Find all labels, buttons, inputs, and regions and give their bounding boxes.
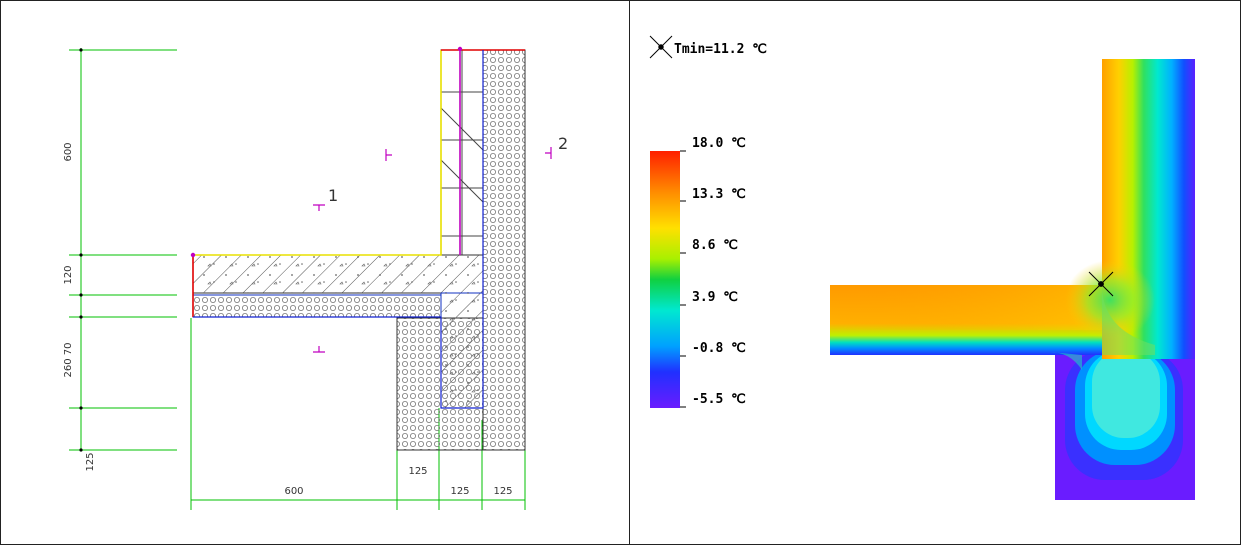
legend-label-4: 3.9 ℃ xyxy=(692,290,738,305)
legend-label-max: 18.0 ℃ xyxy=(692,136,746,151)
dim-125-horizontal-a: 125 xyxy=(408,466,427,477)
legend-label-2: 13.3 ℃ xyxy=(692,187,746,202)
legend-label-3: 8.6 ℃ xyxy=(692,238,738,253)
vertical-dimensions xyxy=(69,48,177,451)
dim-600-vertical: 600 xyxy=(63,142,74,161)
tmin-marker-icon xyxy=(649,35,673,59)
dim-260-70-vertical: 260 70 xyxy=(63,343,74,378)
tmin-label: Tmin=11.2 ℃ xyxy=(674,42,767,57)
slab-insulation xyxy=(192,294,442,318)
dim-125-horizontal-b: 125 xyxy=(450,486,469,497)
thermal-panel: Tmin=11.2 ℃ 18.0 ℃ 13.3 ℃ 8.6 ℃ 3.9 ℃ -0… xyxy=(649,35,1195,500)
dim-120-vertical: 120 xyxy=(63,265,74,284)
tmin-location-marker-icon xyxy=(1088,271,1114,297)
legend-color-bar xyxy=(650,151,680,408)
thermal-field xyxy=(830,59,1195,500)
legend-label-5: -0.8 ℃ xyxy=(692,341,746,356)
point-markers xyxy=(313,147,552,353)
legend-label-min: -5.5 ℃ xyxy=(692,392,746,407)
construction-drawing: 600 120 260 70 125 600 125 125 125 xyxy=(63,46,568,510)
legend-ticks xyxy=(680,150,686,408)
dim-600-horizontal: 600 xyxy=(284,486,303,497)
dim-125-horizontal-c: 125 xyxy=(493,486,512,497)
dim-125-vertical: 125 xyxy=(85,452,96,471)
panel-divider xyxy=(629,0,630,545)
wall-insulation xyxy=(482,49,526,451)
point-label-2: 2 xyxy=(558,134,568,153)
point-label-1: 1 xyxy=(328,186,338,205)
